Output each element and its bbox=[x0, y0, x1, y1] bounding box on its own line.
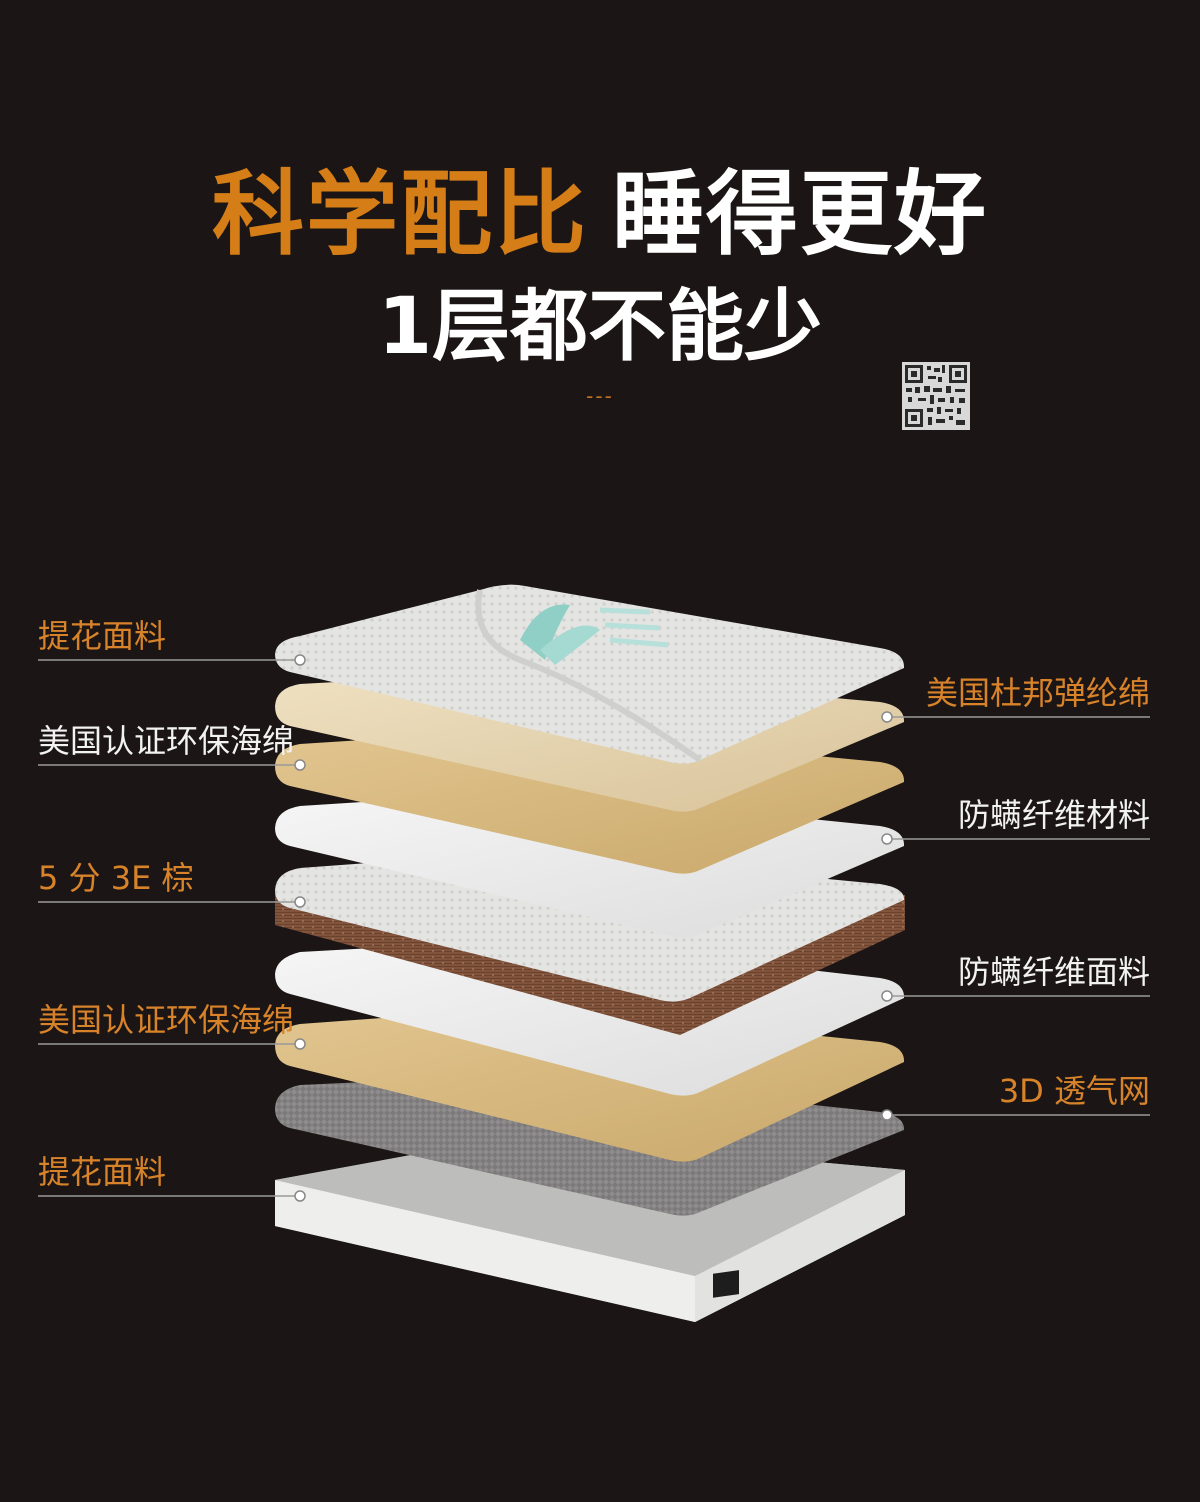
label-jacquard-bottom: 提花面料 bbox=[38, 1153, 167, 1191]
headline: 科学配比睡得更好 bbox=[0, 160, 1200, 270]
headline-main: 睡得更好 bbox=[612, 161, 989, 268]
label-dupont-fiber: 美国杜邦弹纶绵 bbox=[925, 674, 1150, 712]
layer-top-fabric bbox=[275, 584, 905, 764]
qr-code-icon bbox=[902, 362, 970, 430]
headline-accent: 科学配比 bbox=[211, 161, 588, 268]
label-antimite-fabric: 防螨纤维面料 bbox=[957, 953, 1150, 991]
leader-dots bbox=[294, 654, 893, 1202]
label-eco-foam-lower: 美国认证环保海绵 bbox=[38, 1001, 295, 1039]
divider: --- bbox=[586, 384, 614, 408]
label-eco-foam-upper: 美国认证环保海绵 bbox=[38, 722, 295, 760]
subtitle: 1层都不能少 bbox=[377, 282, 823, 372]
leader-lines bbox=[38, 659, 1150, 1197]
label-jacquard-top: 提花面料 bbox=[38, 617, 167, 655]
label-antimite-material: 防螨纤维材料 bbox=[957, 796, 1150, 834]
label-3d-mesh: 3D 透气网 bbox=[998, 1072, 1150, 1110]
label-coir: 5 分 3E 棕 bbox=[38, 859, 194, 897]
